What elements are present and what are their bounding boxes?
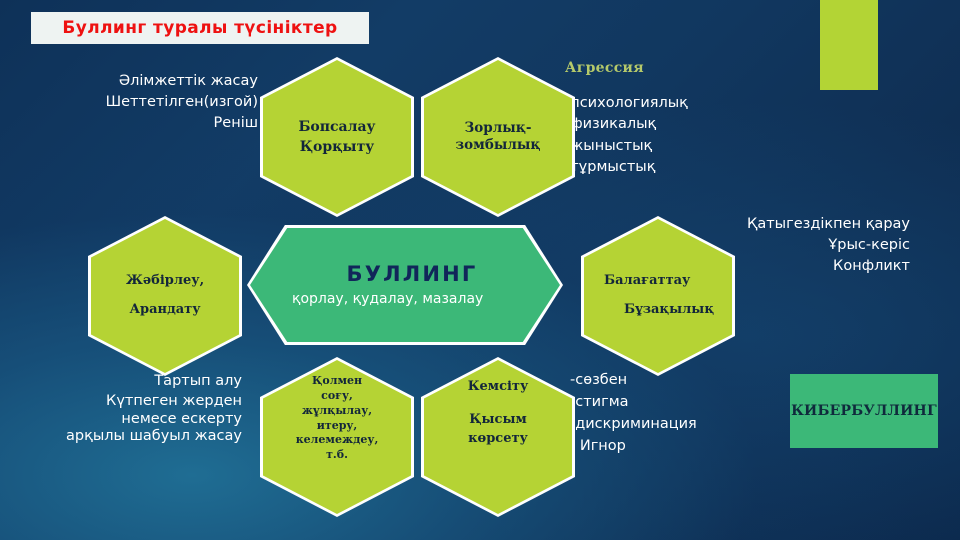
page-title-box: Буллинг туралы түсініктер <box>31 12 369 44</box>
cyberbullying-label: КИБЕРБУЛЛИНГ <box>791 403 937 419</box>
hexagon-label: Қолмен <box>311 374 363 387</box>
text-line: Қатыгездікпен қарау <box>747 216 910 232</box>
text-block-top-left: Әлімжеттік жасау Шеттетілген(изгой) Рені… <box>80 72 258 135</box>
hexagon-label: Кемсіту <box>467 379 529 394</box>
hexagon-label: т.б. <box>326 448 348 462</box>
hexagon-bopsalau[interactable]: Бопсалау Қорқыту <box>263 60 411 214</box>
hexagon-label: Бұзақылық <box>624 302 714 317</box>
text-line: -психологиялық <box>565 95 688 111</box>
text-line: -стигма <box>570 394 629 410</box>
hexagon-label: Балағаттау <box>604 273 691 289</box>
page-title: Буллинг туралы түсініктер <box>62 18 338 38</box>
text-line: Ұрыс-керіс <box>828 236 910 253</box>
hexagon-label: Қорқыту <box>299 139 375 155</box>
aggression-heading: Агрессия <box>565 60 644 76</box>
text-block-bottom-middle: -сөзбен -стигма -дискриминация - Игнор <box>570 370 780 458</box>
hexagon-label: итеру, <box>316 418 358 432</box>
text-line: Конфликт <box>833 257 910 274</box>
text-line: -тұрмыстық <box>565 159 656 176</box>
hexagon-label: соғу, <box>321 388 353 402</box>
text-line: - Игнор <box>570 438 626 454</box>
text-line: Күтпеген жерден немесе ескерту арқылы ша… <box>65 392 242 445</box>
hexagon-zorlyk[interactable]: Зорлық- зомбылық <box>424 60 572 214</box>
decorative-corner-rectangle <box>820 0 878 90</box>
hexagon-label: келемеждеу, <box>295 433 379 447</box>
hexagon-label: Арандату <box>129 302 201 317</box>
text-line: Тартып алу <box>154 373 242 389</box>
hexagon-balagattau[interactable]: Балағаттау Бұзақылық <box>584 219 732 373</box>
text-line: -дискриминация <box>570 416 697 432</box>
hexagon-label: Зорлық- <box>464 120 532 137</box>
hexagon-zhabirleu[interactable]: Жәбірлеу, Арандату <box>91 219 239 373</box>
hexagon-label: Жәбірлеу, <box>125 273 205 289</box>
text-line: -физикалық <box>565 116 657 133</box>
text-line: Әлімжеттік жасау <box>118 73 258 89</box>
hexagon-label: зомбылық <box>455 137 541 153</box>
text-block-right-middle: Қатыгездікпен қарау Ұрыс-керіс Конфликт <box>680 215 910 278</box>
hexagon-label: жұлқылау, <box>301 403 373 417</box>
text-block-aggression: -психологиялық -физикалық -жыныстық -тұр… <box>565 94 785 180</box>
text-line: -жыныстық <box>565 137 653 154</box>
text-line: Реніш <box>213 114 258 131</box>
center-title: БУЛЛИНГ <box>346 261 478 286</box>
text-line: -сөзбен <box>570 372 628 388</box>
center-subtitle: қорлау, қудалау, мазалау <box>292 290 484 307</box>
hexagon-kemsitu[interactable]: Кемсіту Қысым көрсету <box>424 360 572 514</box>
hexagon-label: Қысым <box>469 411 527 427</box>
text-line: Шеттетілген(изгой) <box>105 93 258 110</box>
cyberbullying-box[interactable]: КИБЕРБУЛЛИНГ <box>790 374 938 448</box>
hexagon-label: Бопсалау <box>298 118 376 135</box>
hexagon-kolmen-sogu[interactable]: Қолмен соғу, жұлқылау, итеру, келемеждеу… <box>263 360 411 514</box>
text-block-bottom-left: Тартып алу Күтпеген жерден немесе ескерт… <box>58 372 242 448</box>
hexagon-label: көрсету <box>468 430 528 446</box>
hexagon-center-bullying[interactable]: БУЛЛИНГ қорлау, қудалау, мазалау <box>250 228 560 342</box>
